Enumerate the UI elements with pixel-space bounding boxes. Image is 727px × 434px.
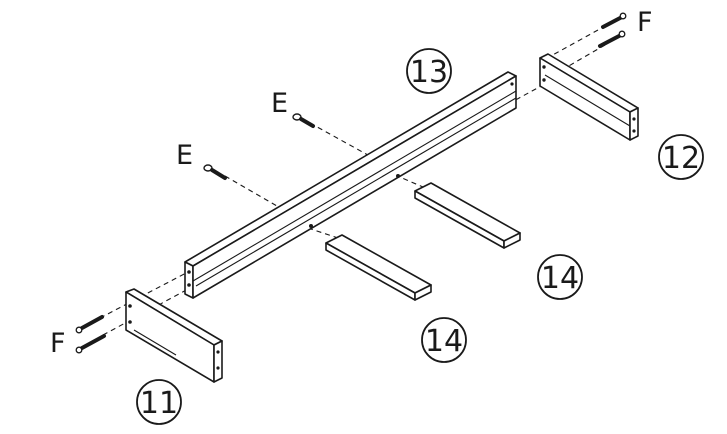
callout-part-11: 11 [136,379,182,425]
hardware-f-label-left: F [50,328,66,359]
part-13-label: 13 [410,55,448,90]
part-14-label-lower: 14 [425,324,463,359]
slat-part-14-lower [325,234,432,301]
screws-f-right [598,12,627,48]
callout-part-14-lower: 14 [421,317,467,363]
callout-part-14-right: 14 [537,254,583,300]
callout-part-13: 13 [406,48,452,94]
part-14-label-right: 14 [541,261,579,296]
screw-e-lower [203,164,227,180]
screw-e-upper [292,113,315,128]
screws-f-left [75,315,106,354]
hardware-f-label-right: F [637,7,653,38]
end-board-part-12 [539,53,639,141]
hardware-e-label-upper: E [271,88,288,119]
rail-part-13 [184,71,517,299]
end-board-part-11 [125,288,223,383]
slat-part-14-upper [414,182,521,249]
callout-part-12: 12 [658,134,704,180]
hardware-e-label-lower: E [176,140,193,171]
part-11-label: 11 [140,386,178,421]
part-12-label: 12 [662,141,700,176]
